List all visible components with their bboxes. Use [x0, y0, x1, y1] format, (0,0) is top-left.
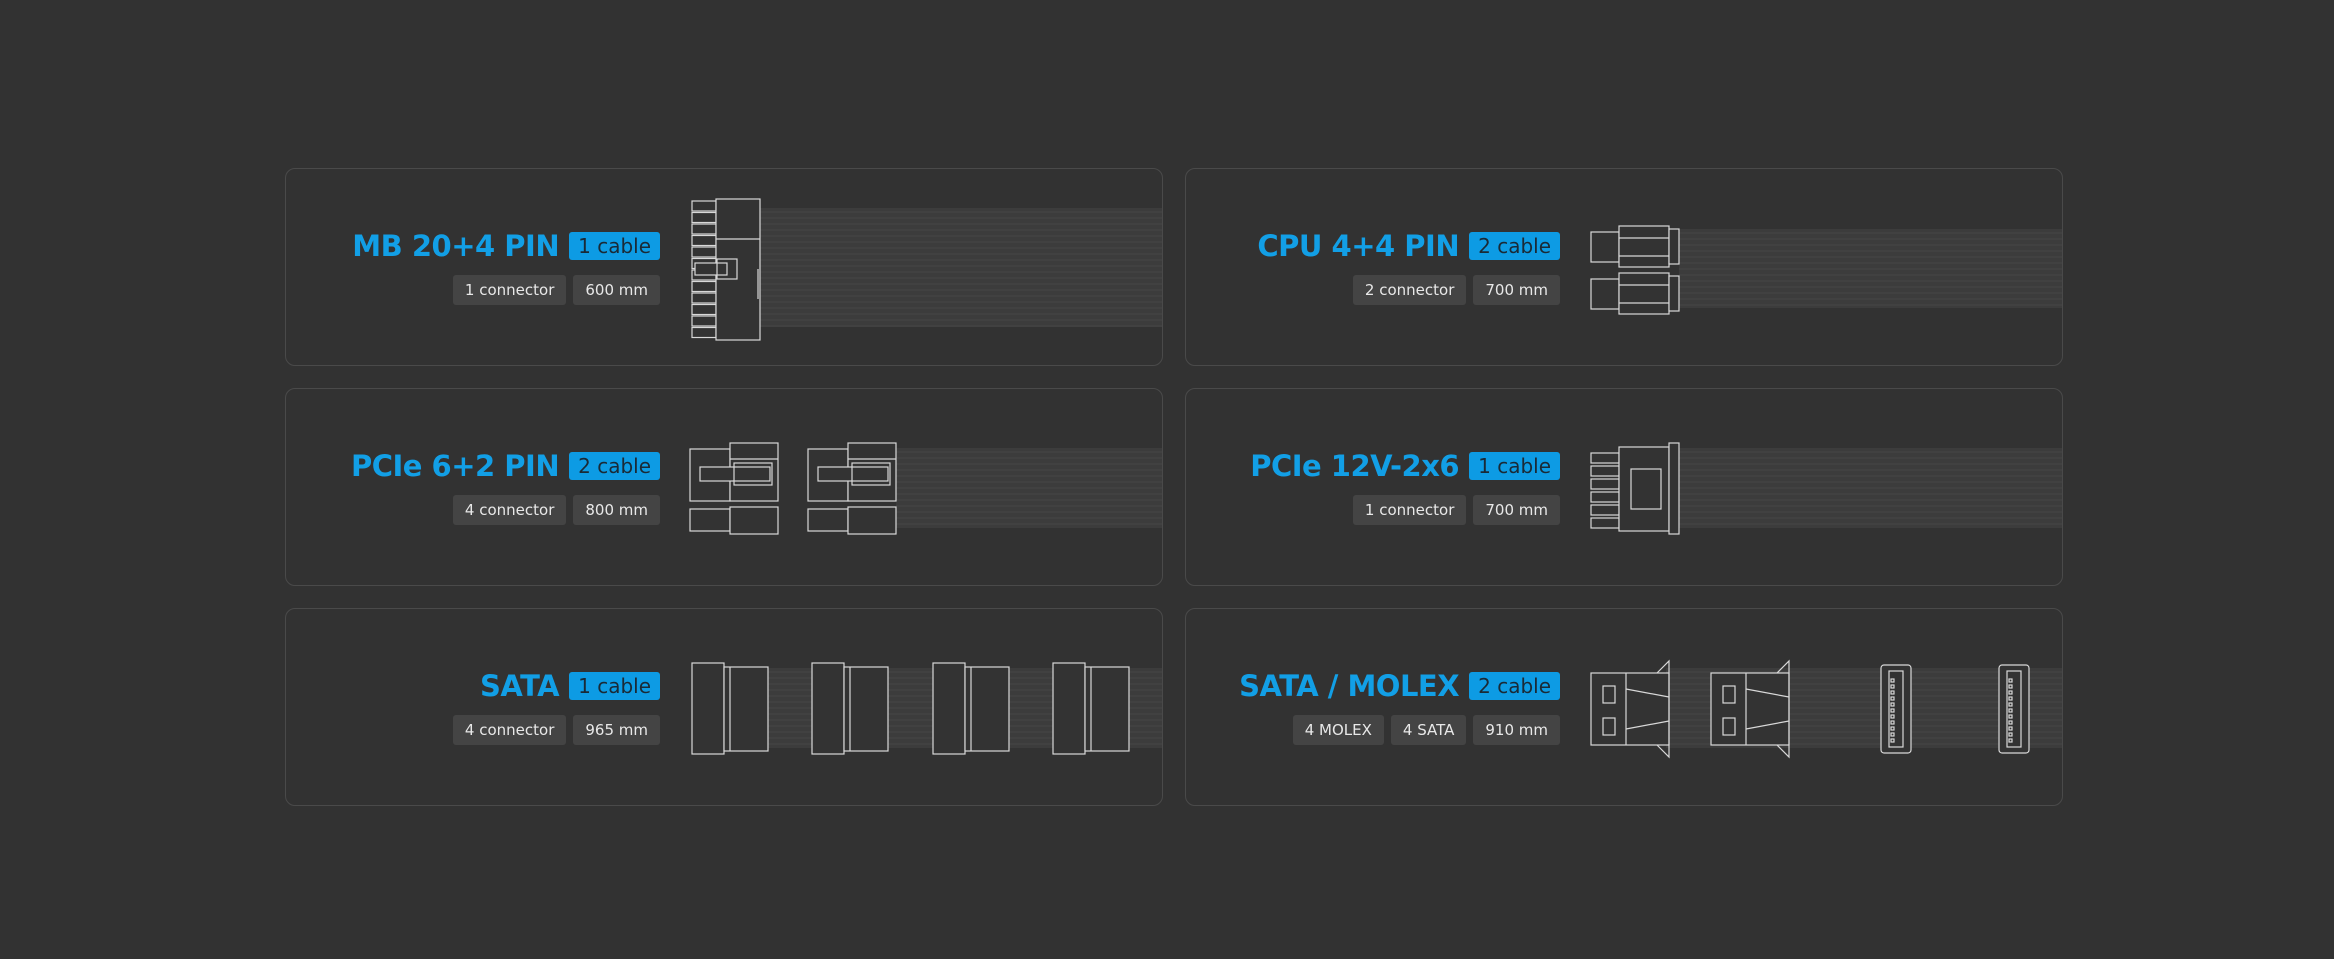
cable-count-badge: 1 cable: [569, 672, 660, 700]
eps-cpu-connector-icon: [1590, 225, 2062, 315]
cable-count-badge: 1 cable: [569, 232, 660, 260]
pcie-8pin-connector-icon: [689, 442, 1162, 535]
cable-title: PCIe 6+2 PIN: [350, 449, 560, 483]
cable-title: PCIe 12V-2x6: [1250, 449, 1460, 483]
spec-tag: 600 mm: [573, 275, 660, 305]
spec-tag: 965 mm: [573, 715, 660, 745]
spec-tag: 800 mm: [573, 495, 660, 525]
sata-connector-icon: [691, 662, 1162, 755]
cable-title: CPU 4+4 PIN: [1257, 229, 1460, 263]
spec-tag: 2 connector: [1352, 275, 1467, 305]
cable-title: MB 20+4 PIN: [352, 229, 560, 263]
spec-tag: 1 connector: [452, 275, 567, 305]
cable-count-badge: 2 cable: [1469, 672, 1560, 700]
12v-2x6-connector-icon: [1590, 442, 2062, 535]
spec-tag: 4 SATA: [1390, 715, 1467, 745]
cable-count-badge: 2 cable: [569, 452, 660, 480]
cable-count-badge: 2 cable: [1469, 232, 1560, 260]
cable-count-badge: 1 cable: [1469, 452, 1560, 480]
spec-tag: 910 mm: [1473, 715, 1560, 745]
cable-title: SATA / MOLEX: [1239, 669, 1460, 703]
spec-tag: 4 connector: [452, 495, 567, 525]
spec-tag: 4 connector: [452, 715, 567, 745]
molex-sata-connector-icon: [1590, 659, 2062, 759]
spec-tag: 1 connector: [1352, 495, 1467, 525]
cable-title: SATA: [480, 669, 560, 703]
spec-tag: 700 mm: [1473, 495, 1560, 525]
atx-24pin-connector-icon: [691, 198, 1162, 341]
spec-tag: 4 MOLEX: [1292, 715, 1384, 745]
spec-tag: 700 mm: [1473, 275, 1560, 305]
